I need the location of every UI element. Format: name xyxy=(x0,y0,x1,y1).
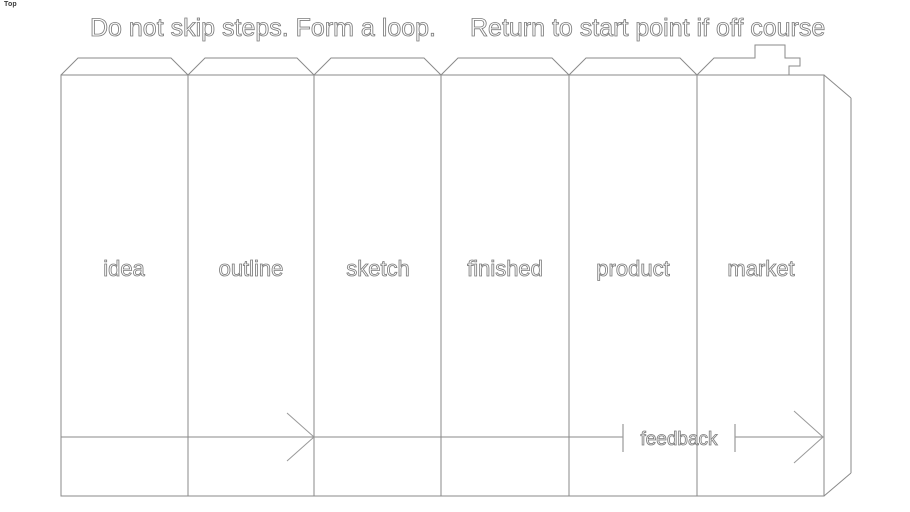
feedback-flow-group xyxy=(61,410,824,464)
arrowhead-end xyxy=(793,410,824,464)
view-orientation-label: Top xyxy=(4,1,17,8)
step-label-product: product xyxy=(596,256,669,281)
feedback-label: feedback xyxy=(640,429,718,450)
side-panel-bottom-edge xyxy=(823,472,852,497)
flap-product xyxy=(568,57,698,76)
title-right: Return to start point if off course xyxy=(470,14,825,42)
notched-tab-group xyxy=(696,44,824,76)
feedback-caption-group: feedback xyxy=(640,429,718,451)
arrowhead-mid xyxy=(286,412,315,462)
titles-group: Do not skip steps. Form a loop. Return t… xyxy=(90,14,826,43)
flap-sketch xyxy=(313,57,442,76)
flap-market-notched xyxy=(696,44,824,76)
step-label-outline: outline xyxy=(219,256,284,281)
title-left: Do not skip steps. Form a loop. xyxy=(90,14,436,42)
flap-idea xyxy=(60,57,189,76)
step-label-sketch: sketch xyxy=(346,256,410,281)
top-flaps-group xyxy=(60,57,698,76)
flap-finished xyxy=(440,57,570,76)
side-panel-top-edge xyxy=(823,74,852,99)
step-label-idea: idea xyxy=(103,256,145,281)
column-dividers-group xyxy=(187,75,698,496)
step-label-market: market xyxy=(727,256,794,281)
step-labels-group: idea outline sketch finished product mar… xyxy=(103,256,795,282)
flap-outline xyxy=(187,57,315,76)
side-panel-3d-group xyxy=(823,74,852,497)
step-label-finished: finished xyxy=(467,256,543,281)
